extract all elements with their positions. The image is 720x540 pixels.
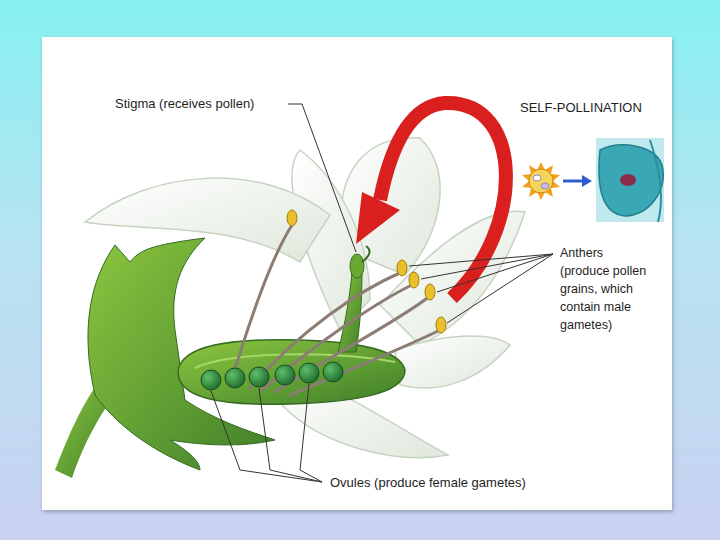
leader-line — [259, 388, 322, 482]
pollen-grain — [529, 169, 553, 193]
part-label: Stigma (receives pollen) — [115, 95, 254, 112]
anther — [425, 284, 435, 300]
micrograph — [596, 138, 664, 222]
filament — [230, 225, 292, 385]
process-label: SELF-POLLINATION — [520, 99, 642, 116]
cell-nucleus — [620, 174, 636, 186]
filament — [262, 284, 414, 390]
ovules — [201, 362, 343, 390]
pollen-spikes — [522, 162, 560, 200]
blue-arrowhead — [582, 175, 592, 187]
pollination-arrow — [380, 103, 506, 298]
leader-line — [300, 384, 322, 482]
stigma-tip — [362, 246, 369, 262]
anther — [287, 210, 297, 226]
ovule — [225, 368, 245, 388]
ovule — [201, 370, 221, 390]
ovule — [275, 365, 295, 385]
leader-line — [409, 254, 553, 266]
leader-line — [447, 254, 553, 323]
ovule — [323, 362, 343, 382]
petal — [85, 178, 330, 262]
anther — [409, 272, 419, 288]
leader-lines — [211, 104, 553, 482]
stigma — [350, 254, 364, 278]
leader-line — [288, 104, 356, 252]
petal — [380, 211, 525, 345]
blue-arrow — [563, 180, 583, 183]
arrowhead — [356, 192, 400, 244]
part-label: Ovules (produce female gametes) — [330, 474, 526, 491]
filaments — [230, 225, 440, 395]
ovule — [249, 367, 269, 387]
part-label: Anthers (produce pollen grains, which co… — [560, 244, 652, 334]
cell — [599, 145, 663, 216]
anther — [436, 317, 446, 333]
leader-line — [437, 254, 553, 292]
pollen-nucleus — [541, 183, 549, 189]
filament — [290, 330, 440, 395]
pollen-nucleus — [533, 175, 541, 181]
cell-edge — [650, 140, 661, 222]
anther — [397, 260, 407, 276]
leader-line — [211, 391, 322, 482]
ovule — [299, 363, 319, 383]
